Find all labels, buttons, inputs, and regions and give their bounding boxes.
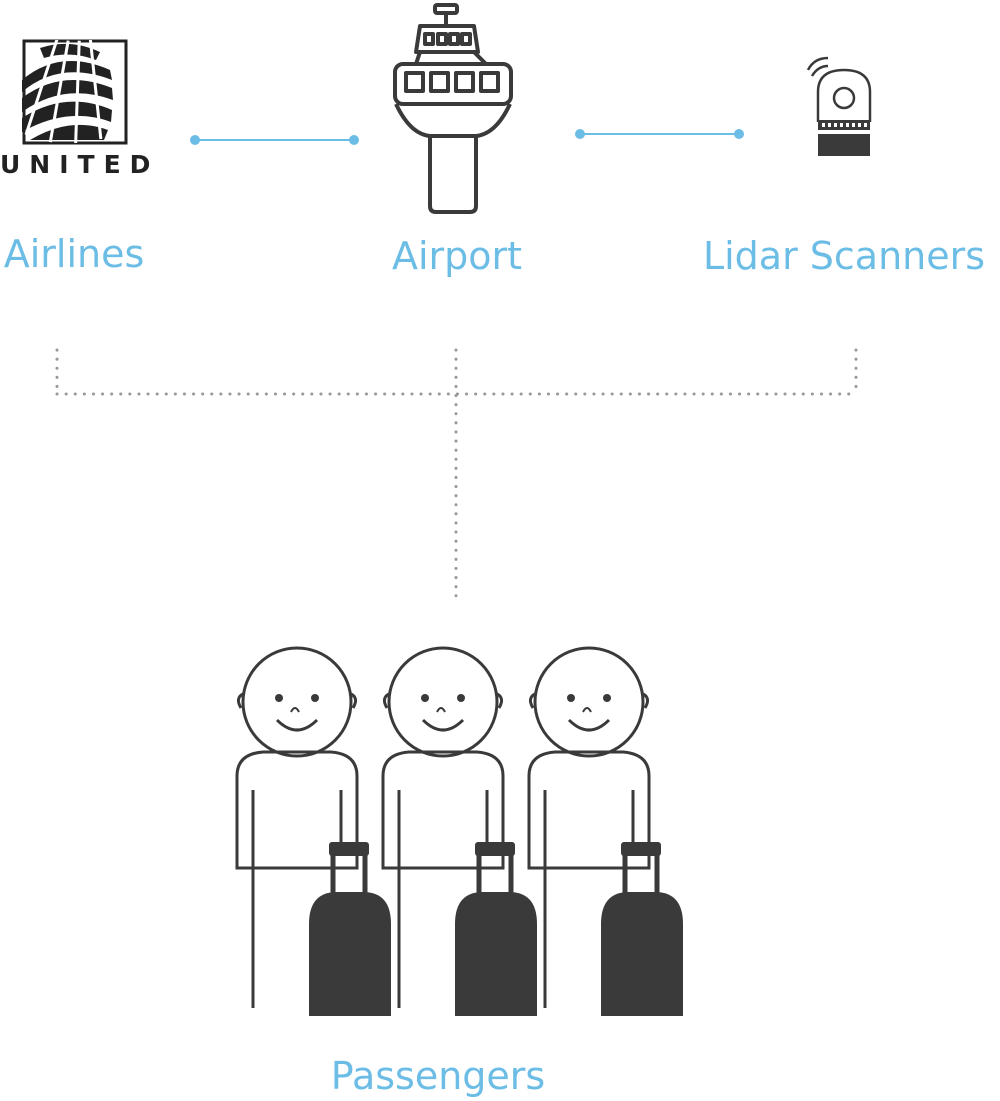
passengers-label: Passengers: [330, 1054, 546, 1098]
passenger-3: [529, 648, 683, 1016]
control-tower-icon: [393, 3, 513, 214]
lidar-scanner-icon: [806, 56, 872, 156]
connector-airport-lidar: [575, 129, 744, 139]
passenger-1: [237, 648, 391, 1016]
logo-text: UNITED: [0, 150, 159, 179]
connector-airlines-airport: [190, 135, 359, 145]
united-logo-icon: UNITED: [0, 39, 159, 179]
passenger-2: [383, 648, 537, 1016]
passengers-group: [230, 646, 690, 1026]
airlines-label: Airlines: [3, 232, 145, 276]
lidar-label: Lidar Scanners: [702, 234, 986, 278]
airport-label: Airport: [391, 234, 523, 278]
